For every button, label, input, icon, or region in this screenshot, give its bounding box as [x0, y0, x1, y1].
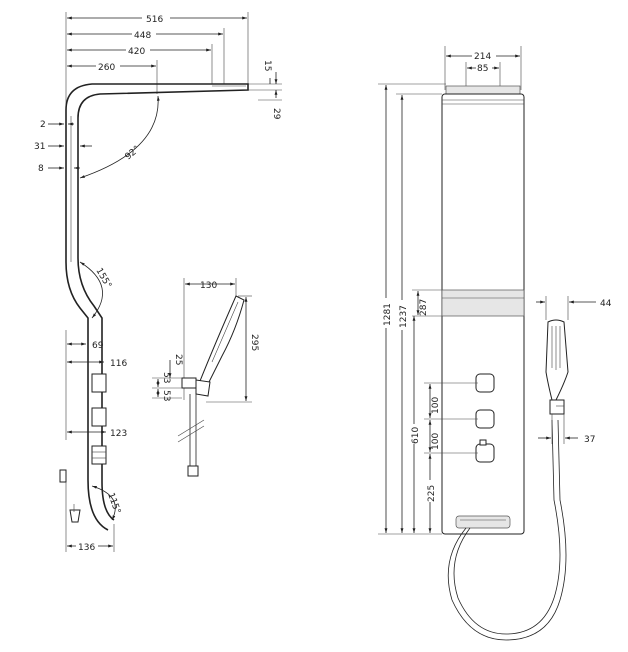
- side-view: 516 448 420 260 15 29 2 31 8: [34, 12, 282, 553]
- dim-37: 37: [584, 435, 595, 445]
- dim-44: 44: [600, 299, 612, 309]
- dim-69: 69: [92, 341, 104, 351]
- dim-15: 15: [262, 60, 272, 71]
- valve-knob-bottom: [91, 445, 107, 465]
- dim-53-a: 53: [161, 372, 171, 383]
- dim-295: 295: [249, 334, 259, 351]
- dim-85: 85: [477, 64, 488, 74]
- hand-shower-front-head: [545, 319, 569, 401]
- hose-inner: [453, 419, 561, 635]
- dim-1237: 1237: [399, 305, 409, 328]
- valve-knob-middle: [91, 407, 107, 427]
- hand-shower-side-view: 130 295 25 53 53: [152, 278, 262, 477]
- dim-287: 287: [419, 299, 429, 316]
- column-front: [77, 118, 103, 482]
- dim-136: 136: [78, 543, 95, 553]
- dim-100-a: 100: [431, 397, 441, 414]
- front-view: 214 85 1281 1237 287: [378, 46, 567, 641]
- dim-214: 214: [474, 52, 491, 62]
- front-knob-middle: [475, 409, 495, 429]
- hand-shower-bracket: [549, 399, 565, 415]
- valve-knob-top: [91, 373, 107, 393]
- dim-100-b: 100: [431, 433, 441, 450]
- angle-92: 92°: [124, 144, 143, 162]
- dim-123: 123: [110, 429, 127, 439]
- dim-516: 516: [146, 15, 163, 25]
- dim-31: 31: [34, 142, 45, 152]
- dim-225: 225: [427, 485, 437, 502]
- dim-610: 610: [411, 427, 421, 444]
- dim-2: 2: [40, 120, 46, 130]
- dim-260: 260: [98, 63, 115, 73]
- front-knob-bottom: [475, 443, 495, 463]
- dim-53-b: 53: [161, 390, 171, 401]
- hand-shower-head: [197, 295, 245, 389]
- dim-116: 116: [110, 359, 127, 369]
- hand-shower-front-view: 44 37: [536, 296, 612, 445]
- dim-1281: 1281: [383, 303, 393, 326]
- bottom-tray: [455, 515, 511, 529]
- dim-130: 130: [200, 281, 217, 291]
- front-knob-top: [475, 373, 495, 393]
- dim-420: 420: [128, 47, 145, 57]
- dim-25: 25: [173, 354, 183, 365]
- middle-band: [441, 289, 525, 317]
- dim-8: 8: [38, 164, 44, 174]
- hose-outer: [447, 419, 567, 641]
- angle-155: 155°: [93, 267, 113, 291]
- dim-448: 448: [134, 31, 151, 41]
- column-back: [65, 110, 89, 480]
- dim-29: 29: [271, 108, 281, 120]
- overhead-shower: [445, 85, 521, 95]
